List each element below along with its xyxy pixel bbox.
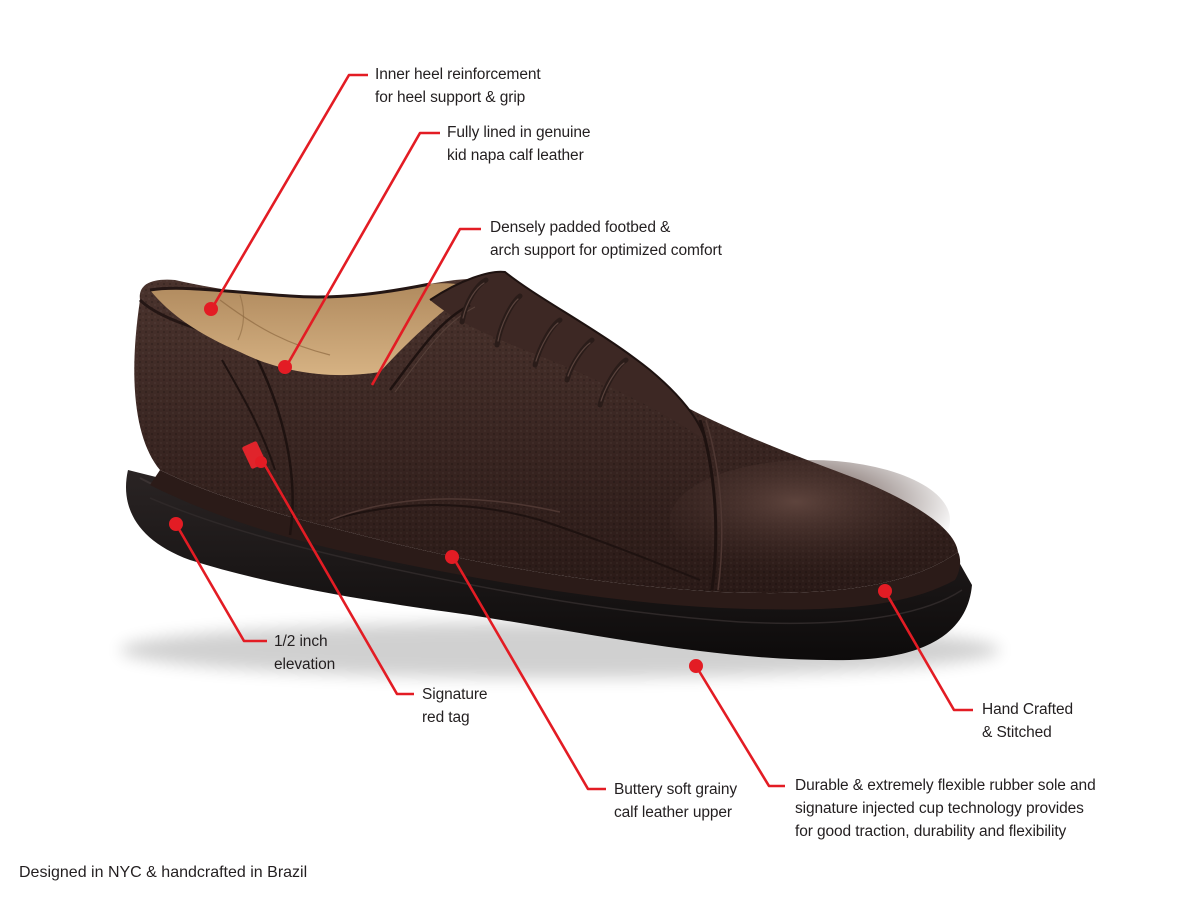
callout-lines — [174, 73, 973, 791]
callout-dots — [169, 302, 892, 673]
lacing-area — [388, 270, 706, 441]
footer-caption: Designed in NYC & handcrafted in Brazil — [19, 864, 308, 881]
callout-elevation: 1/2 inch elevation — [274, 633, 336, 673]
callout-sole: Durable & extremely flexible rubber sole… — [795, 777, 1096, 840]
callout-red-tag: Signature red tag — [422, 686, 488, 726]
callout-hand-crafted: Hand Crafted & Stitched — [982, 701, 1073, 741]
lace-highlights — [462, 282, 625, 402]
leather-welt — [150, 470, 961, 610]
heel-seam — [221, 359, 276, 471]
callout-inner-heel: Inner heel reinforcement for heel suppor… — [375, 66, 541, 106]
callout-lining: Fully lined in genuine kid napa calf lea… — [447, 124, 591, 164]
callout-footbed: Densely padded footbed & arch support fo… — [490, 219, 722, 259]
callout-upper: Buttery soft grainy calf leather upper — [614, 781, 738, 821]
